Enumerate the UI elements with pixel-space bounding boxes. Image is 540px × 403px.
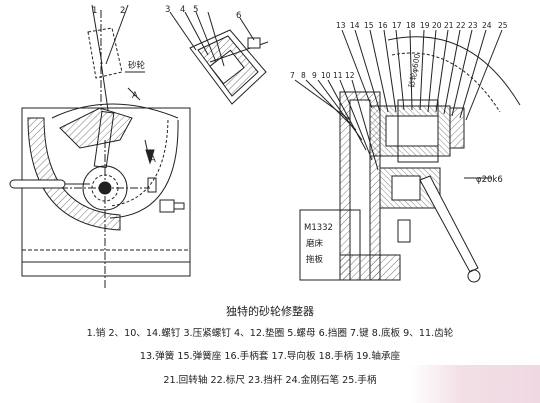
label-25: 25	[498, 21, 508, 30]
label-12: 12	[345, 71, 355, 80]
label-dia-wheel: 砂轮φ600	[406, 53, 422, 89]
label-20: 20	[432, 21, 442, 30]
label-section-a: A	[150, 155, 156, 165]
label-13: 13	[336, 21, 346, 30]
front-view	[9, 4, 191, 290]
label-machine-slide: 拖板	[306, 254, 324, 265]
label-6: 6	[236, 11, 241, 21]
side-view	[294, 29, 521, 283]
label-wheel: 砂轮	[128, 60, 146, 71]
legend-line-3: 21.回转轴 22.标尺 23.挡杆 24.金刚石笔 25.手柄	[163, 375, 377, 386]
detail-view	[169, 11, 269, 105]
label-machine-model: M1332	[304, 223, 333, 233]
label-18: 18	[406, 21, 416, 30]
label-point-a: A	[132, 91, 138, 101]
label-4: 4	[180, 5, 185, 15]
legend-line-2: 13.弹簧 15.弹簧座 16.手柄套 17.导向板 18.手柄 19.轴承座	[139, 351, 401, 362]
figure-title: 独特的砂轮修整器	[226, 305, 314, 318]
label-9: 9	[312, 71, 317, 80]
label-22: 22	[456, 21, 466, 30]
label-machine-grinder: 磨床	[306, 238, 324, 249]
label-24: 24	[482, 21, 492, 30]
label-21: 21	[444, 21, 454, 30]
watermark-overlay	[410, 365, 540, 403]
label-7: 7	[290, 71, 295, 80]
wheel-arc	[387, 36, 521, 106]
grinding-wheel	[87, 27, 123, 79]
label-17: 17	[392, 21, 402, 30]
label-dia-shaft: φ20k6	[476, 175, 503, 185]
label-2: 2	[120, 6, 125, 16]
arc-guide	[27, 117, 121, 231]
label-16: 16	[378, 21, 388, 30]
side-handle	[419, 175, 479, 273]
label-5: 5	[193, 5, 198, 15]
label-19: 19	[420, 21, 430, 30]
label-11: 11	[333, 71, 343, 80]
label-14: 14	[350, 21, 360, 30]
technical-drawing: 1 2 砂轮 A A 3 4 5 6	[9, 4, 521, 290]
base-plate	[21, 107, 191, 277]
guide-plate	[59, 107, 133, 149]
label-10: 10	[321, 71, 331, 80]
label-8: 8	[301, 71, 306, 80]
legend-line-1: 1.销 2、10、14.螺钉 3.压紧螺钉 4、12.垫圈 5.螺母 6.挡圈 …	[86, 328, 454, 339]
handle-left	[9, 179, 66, 189]
label-3: 3	[165, 5, 170, 15]
label-1: 1	[92, 6, 97, 16]
label-15: 15	[364, 21, 374, 30]
label-23: 23	[468, 21, 478, 30]
